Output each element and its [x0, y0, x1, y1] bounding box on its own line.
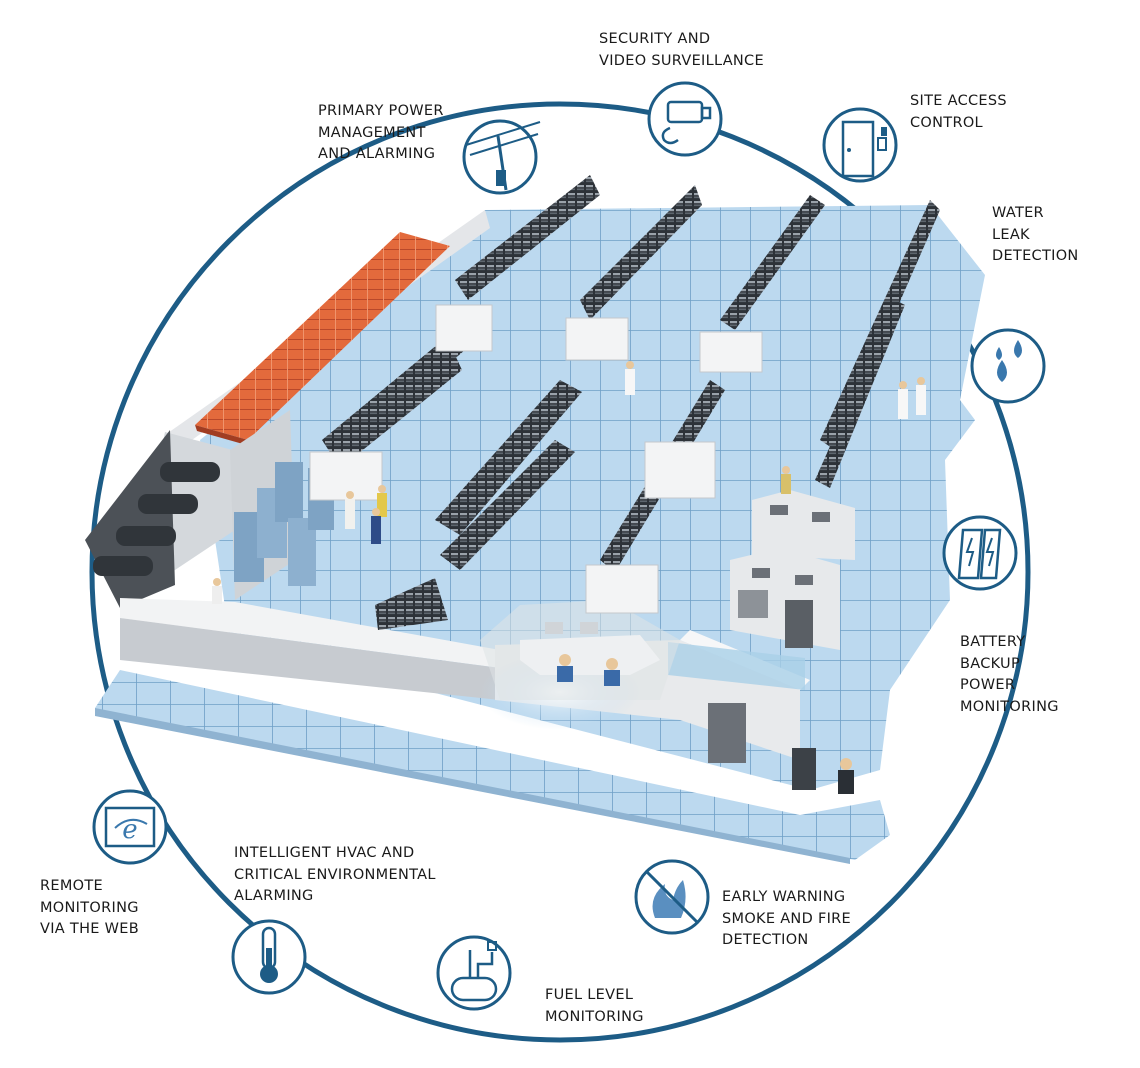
- office-door: [708, 703, 746, 763]
- label-line: WATER: [992, 205, 1044, 221]
- power-pole-icon: [462, 119, 541, 195]
- label-line: CRITICAL ENVIRONMENTAL: [234, 866, 436, 883]
- label-line: SITE ACCESS: [910, 93, 1007, 109]
- security-camera-icon: [647, 81, 723, 157]
- control-room: [480, 600, 680, 730]
- label-security-video-surveillance: SECURITY AND VIDEO SURVEILLANCE: [599, 29, 764, 72]
- label-line: AND ALARMING: [318, 146, 436, 162]
- label-intelligent-hvac: INTELLIGENT HVAC AND CRITICAL ENVIRONMEN…: [234, 843, 436, 908]
- label-remote-monitoring-web: REMOTE MONITORING VIA THE WEB: [40, 876, 139, 941]
- label-site-access-control: SITE ACCESS CONTROL: [910, 91, 1007, 134]
- label-early-warning-smoke-fire: EARLY WARNING SMOKE AND FIRE DETECTION: [722, 887, 851, 952]
- label-line: DETECTION: [992, 248, 1079, 264]
- door-access-icon: [822, 107, 898, 183]
- label-line: BACKUP: [960, 655, 1021, 672]
- data-center-floorplan: [85, 175, 985, 864]
- label-line: SECURITY AND: [599, 31, 711, 47]
- power-cabinets: [309, 304, 763, 614]
- label-line: BATTERY: [960, 634, 1026, 650]
- label-line: LEAK: [992, 226, 1030, 243]
- no-fire-icon: [634, 859, 710, 935]
- staff-figures: [212, 361, 926, 604]
- label-line: PRIMARY POWER: [318, 103, 444, 119]
- label-line: MONITORING: [545, 1008, 644, 1025]
- label-line: MONITORING: [40, 899, 139, 916]
- label-line: MANAGEMENT: [318, 124, 426, 141]
- utility-rooms: [730, 490, 855, 650]
- battery-power-icon: [942, 515, 1018, 591]
- label-line: DETECTION: [722, 932, 809, 948]
- fuel-tank-icon: [436, 935, 512, 1011]
- label-fuel-level-monitoring: FUEL LEVEL MONITORING: [545, 985, 644, 1028]
- thermometer-icon: [231, 919, 307, 995]
- label-line: VIA THE WEB: [40, 921, 140, 937]
- generator-block: [195, 232, 450, 446]
- label-water-leak-detection: WATER LEAK DETECTION: [992, 203, 1079, 268]
- monitoring-ring: [89, 101, 1031, 1043]
- label-line: REMOTE: [40, 878, 103, 894]
- label-line: POWER: [960, 677, 1016, 693]
- web-browser-icon: e: [92, 789, 168, 865]
- label-line: SMOKE AND FIRE: [722, 910, 852, 927]
- label-line: VIDEO SURVEILLANCE: [599, 52, 764, 69]
- label-line: CONTROL: [910, 114, 983, 131]
- label-line: MONITORING: [960, 698, 1059, 715]
- water-drops-icon: [970, 328, 1046, 404]
- label-line: EARLY WARNING: [722, 889, 846, 905]
- label-line: ALARMING: [234, 888, 314, 904]
- chiller-units: [93, 462, 220, 576]
- label-battery-backup-power-monitoring: BATTERY BACKUP POWER MONITORING: [960, 632, 1059, 718]
- label-primary-power-management: PRIMARY POWER MANAGEMENT AND ALARMING: [318, 101, 444, 166]
- label-line: FUEL LEVEL: [545, 987, 634, 1003]
- label-line: INTELLIGENT HVAC AND: [234, 845, 415, 861]
- svg-text:e: e: [122, 815, 137, 845]
- guard-station: [792, 748, 854, 794]
